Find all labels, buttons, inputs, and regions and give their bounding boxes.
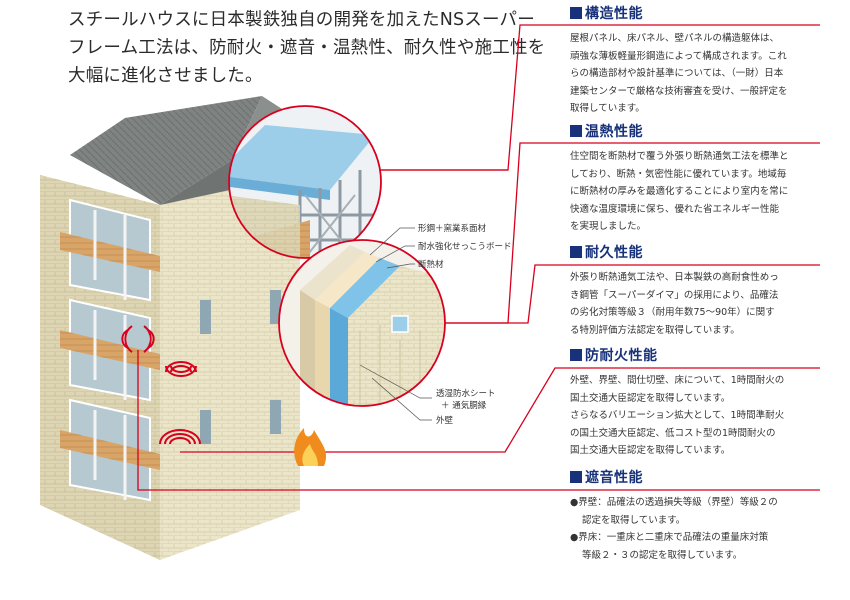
body-line: 外張り断熱通気工法や、日本製鉄の高耐食性めっ [570, 272, 779, 283]
section-sound-insulation: 遮音性能 ●界壁：品確法の透過損失等級（界壁）等級２の 認定を取得しています。 … [570, 468, 832, 564]
section-body: ●界壁：品確法の透過損失等級（界壁）等級２の 認定を取得しています。 ●界床：一… [570, 494, 832, 564]
label-sheet-2: ＋ 通気胴縁 [441, 400, 487, 411]
section-title: 遮音性能 [585, 470, 643, 486]
body-line: き鋼管「スーパーダイマ」の採用により、品確法 [570, 289, 779, 301]
body-line: の国土交通大臣認定、低コスト型の1時間耐火の [570, 427, 776, 439]
body-line: 屋根パネル、床パネル、壁パネルの構造躯体は、 [570, 33, 780, 44]
bullet-line: ●界床：一重床と二重床で品確法の重量床対策 [570, 532, 769, 544]
section-title: 防耐火性能 [585, 348, 658, 364]
front-windows [200, 290, 281, 444]
body-line: る特別評価方法認定を取得しています。 [570, 324, 740, 336]
intro-line: 大幅に進化させました。 [68, 66, 263, 86]
section-title: 構造性能 [585, 6, 643, 22]
section-title: 耐久性能 [585, 245, 643, 261]
fire-icon [294, 428, 327, 466]
bullet-continuation: 認定を取得しています。 [582, 514, 686, 526]
body-line: 国土交通大臣認定を取得しています。 [570, 445, 731, 457]
sound-wave-icon [165, 361, 197, 377]
body-line: 取得しています。 [570, 103, 645, 115]
label-gypsum: 耐水強化せっこうボード [418, 241, 512, 252]
section-header: 防耐火性能 [570, 346, 832, 364]
section-title: 温熱性能 [585, 124, 643, 140]
bullet-line: ●界壁：品確法の透過損失等級（界壁）等級２の [570, 497, 778, 508]
section-fire-resistance: 防耐火性能 外壁、界壁、間仕切壁、床について、1時間耐火の 国土交通大臣認定を取… [570, 346, 832, 460]
label-frame: 形鋼＋窯業系面材 [418, 223, 487, 234]
section-header: 遮音性能 [570, 468, 832, 486]
section-body: 外壁、界壁、間仕切壁、床について、1時間耐火の 国土交通大臣認定を取得しています… [570, 372, 832, 460]
intro-line: フレーム工法は、防耐火・遮音・温熱性、耐久性や施工性を [68, 38, 546, 58]
section-thermal: 温熱性能 住空間を断熱材で覆う外張り断熱通気工法を標準と しており、断熱・気密性… [570, 122, 832, 236]
heading-square-icon [570, 349, 582, 361]
body-line: 外壁、界壁、間仕切壁、床について、1時間耐火の [570, 375, 785, 386]
section-durability: 耐久性能 外張り断熱通気工法や、日本製鉄の高耐食性めっ き鋼管「スーパーダイマ」… [570, 243, 832, 339]
intro-text: スチールハウスに日本製鉄独自の開発を加えたNSスーパー フレーム工法は、防耐火・… [68, 6, 546, 90]
wall-section-detail [278, 239, 446, 407]
heading-square-icon [570, 246, 582, 258]
intro-line: スチールハウスに日本製鉄独自の開発を加えたNSスーパー [68, 10, 535, 30]
roof-frame-detail [228, 105, 382, 259]
heading-square-icon [570, 125, 582, 137]
sound-wave-icon [121, 325, 155, 353]
section-body: 屋根パネル、床パネル、壁パネルの構造躯体は、 頑強な薄板軽量形鋼造によって構成さ… [570, 30, 832, 118]
body-line: 国土交通大臣認定を取得しています。 [570, 392, 731, 404]
section-header: 耐久性能 [570, 243, 832, 261]
label-insulation: 断熱材 [418, 259, 444, 270]
section-header: 温熱性能 [570, 122, 832, 140]
front-wall [160, 175, 300, 560]
side-windows [60, 198, 160, 502]
material-leaders [359, 227, 432, 421]
section-structure: 構造性能 屋根パネル、床パネル、壁パネルの構造躯体は、 頑強な薄板軽量形鋼造によ… [570, 4, 832, 118]
section-header: 構造性能 [570, 4, 832, 22]
body-line: 住空間を断熱材で覆う外張り断熱通気工法を標準と [570, 151, 789, 162]
body-line: 建築センターで厳格な技術審査を受け、一般評定を [570, 85, 788, 97]
body-line: しており、断熱・気密性能に優れています。地域毎 [570, 168, 787, 180]
body-line: らの構造部材や設計基準については、（一財）日本 [570, 68, 784, 80]
callout-lines [137, 24, 820, 491]
label-exterior: 外壁 [436, 415, 454, 426]
body-line: 頑強な薄板軽量形鋼造によって構成されます。これ [570, 50, 787, 62]
body-line: を実現しました。 [570, 221, 647, 233]
heading-square-icon [570, 471, 582, 483]
heading-square-icon [570, 7, 582, 19]
section-body: 外張り断熱通気工法や、日本製鉄の高耐食性めっ き鋼管「スーパーダイマ」の採用によ… [570, 269, 832, 339]
section-body: 住空間を断熱材で覆う外張り断熱通気工法を標準と しており、断熱・気密性能に優れて… [570, 148, 832, 236]
body-line: の劣化対策等級３（耐用年数75〜90年）に関す [570, 307, 775, 319]
body-line: に断熱材の厚みを最適化することにより室内を常に [570, 186, 789, 198]
bullet-continuation: 等級２・３の認定を取得しています。 [582, 549, 743, 561]
body-line: 快適な温度環境に保ち、優れた省エネルギー性能 [570, 203, 780, 215]
sound-wave-icon [159, 429, 201, 445]
body-line: さらなるバリエーション拡大として、1時間準耐火 [570, 410, 785, 422]
label-sheet-1: 透湿防水シート [436, 388, 496, 399]
